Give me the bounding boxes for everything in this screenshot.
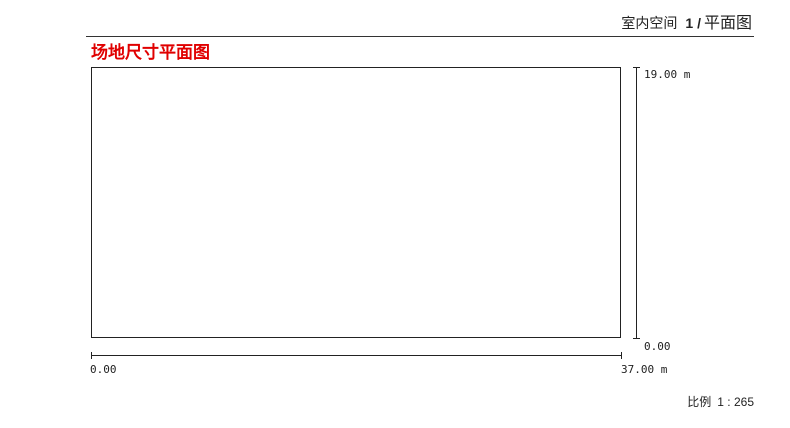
- vertical-dimension-max-label: 19.00 m: [644, 68, 691, 81]
- scale-label: 比例: [687, 395, 712, 409]
- horizontal-dimension-max-label: 37.00 m: [621, 363, 668, 376]
- horizontal-dimension-line: [91, 355, 622, 356]
- sheet-title: 场地尺寸平面图: [91, 43, 210, 63]
- header-page-number: 1 /: [685, 15, 701, 31]
- horizontal-dimension-tick-right: [621, 352, 622, 359]
- page-header: 室内空间 1 /平面图: [86, 0, 754, 37]
- scale-indicator: 比例 1 : 265: [687, 393, 754, 410]
- vertical-dimension-line: [636, 67, 637, 339]
- scale-ratio: 1 : 265: [717, 395, 754, 409]
- site-plan-rectangle: [91, 67, 621, 338]
- vertical-dimension-tick-bottom: [633, 338, 640, 339]
- horizontal-dimension-min-label: 0.00: [90, 363, 117, 376]
- header-section: 室内空间: [621, 16, 678, 32]
- header-page-subtitle: 平面图: [703, 13, 752, 32]
- header-breadcrumb: 室内空间 1 /平面图: [621, 14, 752, 33]
- vertical-dimension-tick-top: [633, 67, 640, 68]
- vertical-dimension-min-label: 0.00: [644, 340, 671, 353]
- horizontal-dimension-tick-left: [91, 352, 92, 359]
